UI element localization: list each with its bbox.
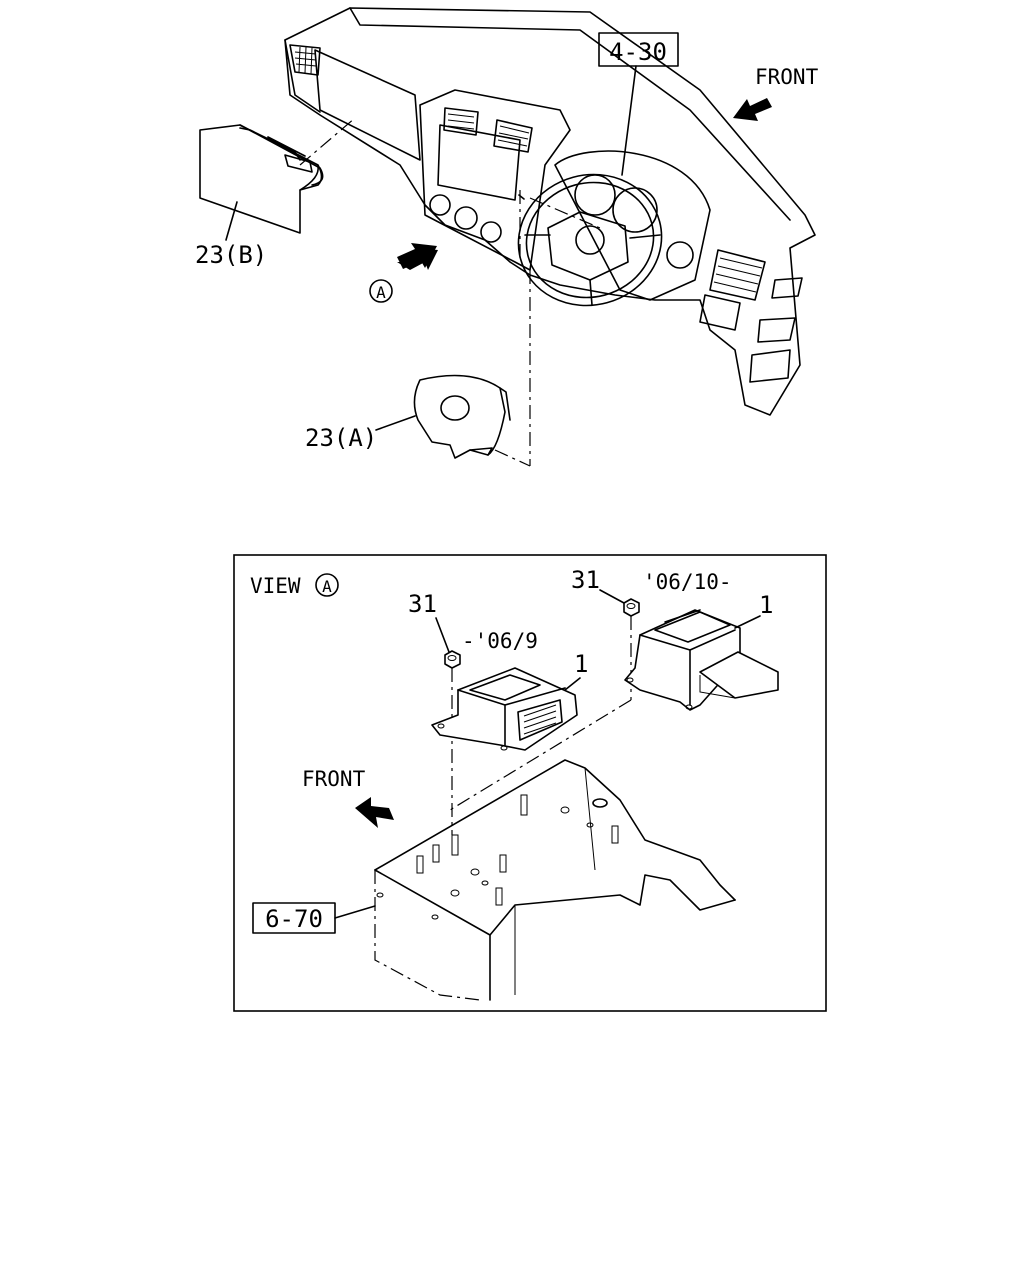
ref-box-6-70-label: 6-70 bbox=[265, 905, 323, 933]
view-a-marker-label: A bbox=[376, 283, 386, 302]
view-a-title: VIEW bbox=[250, 574, 301, 598]
floor-panel bbox=[374, 759, 736, 1001]
sensor-module-right bbox=[624, 609, 779, 711]
ref-box-4-30 bbox=[598, 32, 679, 67]
nut-left-label: 31 bbox=[408, 590, 437, 618]
nut-left bbox=[444, 650, 461, 669]
sensor-right-label: 1 bbox=[759, 591, 773, 619]
front-label-top: FRONT bbox=[755, 65, 819, 89]
date-right-label: '06/10- bbox=[643, 570, 732, 594]
sensor-module-left bbox=[431, 667, 578, 751]
view-a-panel: VIEW A bbox=[233, 554, 827, 1012]
part-23b-label: 23(B) bbox=[195, 241, 267, 269]
view-a-title-marker-label: A bbox=[322, 577, 332, 596]
nut-right-label: 31 bbox=[571, 566, 600, 594]
sensor-left-label: 1 bbox=[574, 650, 588, 678]
front-label-view-a: FRONT bbox=[302, 767, 366, 791]
driver-airbag-module bbox=[413, 270, 531, 467]
nut-right bbox=[623, 598, 640, 617]
passenger-airbag-module bbox=[199, 117, 356, 234]
front-arrow-view-a-icon bbox=[355, 797, 394, 828]
view-a-marker bbox=[369, 279, 393, 303]
front-arrow-icon bbox=[733, 98, 772, 121]
top-callouts: 4-30 FRONT A 23(B) 23(A) bbox=[195, 32, 819, 452]
view-a-frame bbox=[233, 554, 827, 1012]
view-a-title-marker bbox=[315, 573, 339, 597]
ref-box-4-30-label: 4-30 bbox=[609, 38, 667, 66]
part-23a-label: 23(A) bbox=[305, 424, 377, 452]
date-left-label: -'06/9 bbox=[462, 629, 538, 653]
dashboard-illustration bbox=[284, 7, 816, 416]
